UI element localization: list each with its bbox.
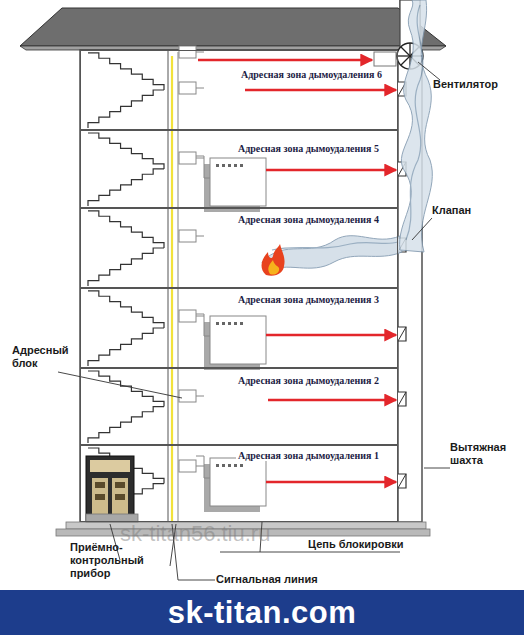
stair-flight <box>88 407 164 443</box>
valve <box>398 327 406 341</box>
stair-flight <box>88 291 164 328</box>
cabinet-indicator <box>222 464 225 467</box>
website-address: sk-titan.com <box>168 595 357 631</box>
zone-label: Адресная зона дымоудаления 1 <box>236 450 381 461</box>
panel-label: Приёмно- контрольный прибор <box>70 541 186 580</box>
control-arrow <box>245 89 396 92</box>
fire-symbol <box>262 244 285 276</box>
signal-line-label: Сигнальная линия <box>216 573 336 586</box>
block-wire <box>196 466 204 467</box>
address-block <box>179 46 196 58</box>
floor-band: Адресная зона дымоудаления 2 <box>80 368 398 445</box>
floor-band: Адресная зона дымоудаления 1 <box>80 445 398 522</box>
block-wire <box>196 158 204 159</box>
cabinet-indicator <box>216 322 219 325</box>
cabinet-indicator <box>222 322 225 325</box>
cabinet-indicator <box>234 164 237 167</box>
control-arrow <box>198 59 372 62</box>
fan-label: Вентилятор <box>433 78 513 91</box>
cabinet-indicator <box>240 164 243 167</box>
address-block <box>179 152 196 164</box>
control-arrows <box>198 60 396 482</box>
control-arrow <box>268 399 396 402</box>
smoke <box>262 0 432 272</box>
cabinet-indicator <box>228 164 231 167</box>
cabinet-wire <box>196 314 210 336</box>
block-wire <box>196 236 204 237</box>
control-cabinet <box>210 458 266 506</box>
stair-flight <box>88 133 164 169</box>
control-arrow <box>266 334 396 337</box>
block-wire <box>196 88 204 89</box>
stair-flight <box>88 248 164 286</box>
zone-label: Адресная зона дымоудаления 2 <box>236 375 381 386</box>
cabinet-indicator <box>234 464 237 467</box>
zone-label: Адресная зона дымоудаления 5 <box>236 143 381 154</box>
cabinet-indicator <box>240 464 243 467</box>
valve-flap <box>398 327 406 341</box>
floor-band: Адресная зона дымоудаления 5 <box>80 130 398 208</box>
building-wall <box>80 50 398 522</box>
cabinet-indicator <box>228 322 231 325</box>
floor-band: Адресная зона дымоудаления 3 <box>80 288 398 368</box>
address-block <box>179 390 196 402</box>
zone-label: Адресная зона дымоудаления 4 <box>236 214 381 225</box>
leader-lines <box>58 62 450 580</box>
valve-flap <box>398 392 406 406</box>
control-panel <box>86 456 134 522</box>
valve-label: Клапан <box>432 204 492 217</box>
watermark: sk-titan56.tiu.ru <box>120 527 340 540</box>
footer-band: sk-titan.com <box>0 590 524 635</box>
address-block <box>179 82 196 94</box>
block-wire <box>196 316 204 317</box>
valve-flap <box>398 474 406 488</box>
control-cabinet <box>210 158 266 206</box>
cabinet-indicator <box>216 164 219 167</box>
stair-flight <box>88 211 164 248</box>
valve <box>398 392 406 406</box>
address-blocks <box>179 46 204 472</box>
cabinet-indicator <box>240 322 243 325</box>
stair-flight <box>88 169 164 206</box>
control-arrow <box>266 481 396 484</box>
stair-wall <box>168 50 169 522</box>
valve <box>398 474 406 488</box>
control-cabinet <box>210 316 266 364</box>
signal-line <box>171 56 173 524</box>
cabinet-indicator <box>222 164 225 167</box>
block-wire <box>196 396 204 397</box>
stair-flight <box>88 328 164 366</box>
cabinet-wire <box>196 456 210 478</box>
address-block <box>179 310 196 322</box>
lock-circuit-label: Цепь блокировки <box>308 538 418 551</box>
shaft-label: Вытяжная шахта <box>450 441 512 467</box>
fan-box <box>374 52 396 66</box>
stairs <box>88 50 168 522</box>
floor-band: Адресная зона дымоудаления 6 <box>80 50 398 130</box>
floor-band: Адресная зона дымоудаления 4 <box>80 208 398 288</box>
valves <box>398 82 406 488</box>
stair-flight <box>88 371 164 406</box>
stair-flight <box>88 90 164 128</box>
zone-label: Адресная зона дымоудаления 3 <box>236 294 381 305</box>
cabinet-indicator <box>228 464 231 467</box>
address-block <box>179 460 196 472</box>
block-label: Адресный блок <box>12 344 78 370</box>
stair-flight <box>88 53 164 90</box>
cabinet-indicator <box>216 464 219 467</box>
cabinet-indicator <box>234 322 237 325</box>
zone-label: Адресная зона дымоудаления 6 <box>239 69 384 80</box>
cabinet-wire <box>196 156 210 178</box>
control-arrow <box>266 169 396 172</box>
block-wire <box>196 52 204 53</box>
roof <box>20 8 446 46</box>
address-block <box>179 230 196 242</box>
